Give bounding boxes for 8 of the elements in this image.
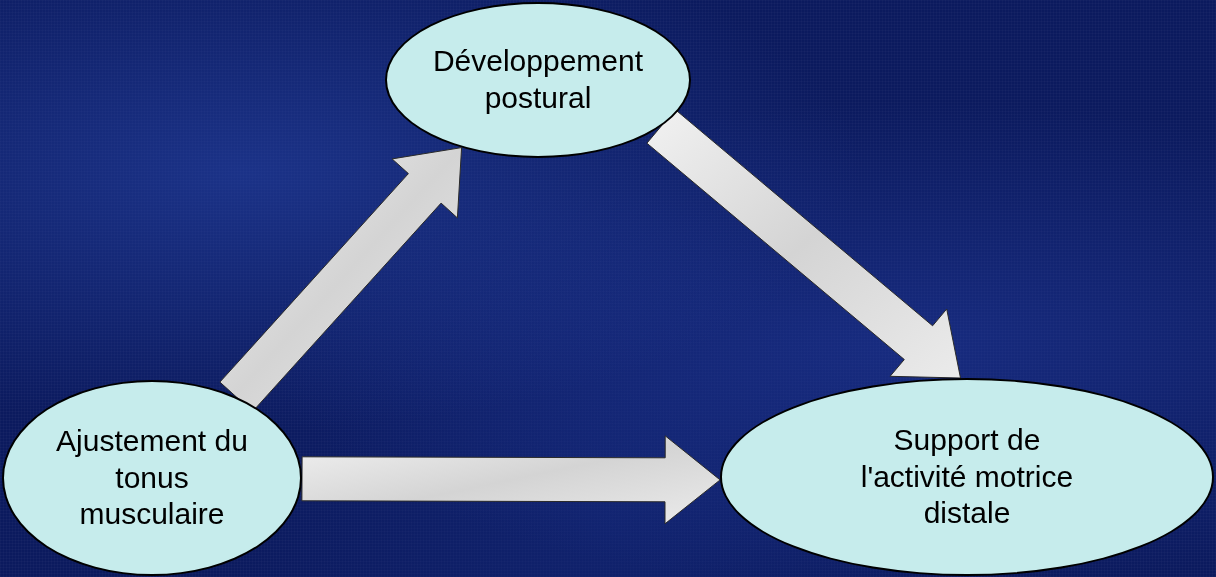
ellipse-node [720, 378, 1214, 576]
ellipse-node [2, 380, 302, 576]
node-label: Support de l'activité motrice distale [859, 421, 1075, 532]
block-arrow [301, 435, 721, 525]
node-label: Ajustement du tonus musculaire [55, 422, 249, 533]
block-arrow [646, 109, 961, 379]
ellipse-node [385, 2, 691, 158]
node-label: Développement postural [431, 43, 645, 116]
